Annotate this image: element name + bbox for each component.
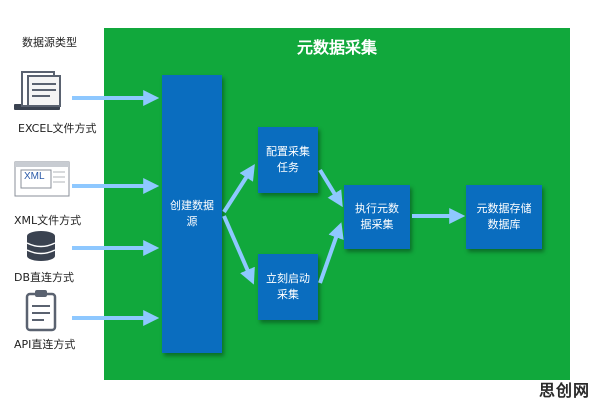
arrow-immediate-to-execute bbox=[318, 222, 344, 284]
xml-icon-text: XML bbox=[24, 171, 45, 182]
source-label-xml: XML文件方式 bbox=[14, 214, 82, 227]
clipboard-icon bbox=[25, 290, 57, 332]
node-store-db: 元数据存储数据库 bbox=[466, 185, 542, 249]
node-create-source: 创建数据源 bbox=[162, 75, 222, 353]
node-execute-collect: 执行元数据采集 bbox=[344, 185, 410, 249]
node-create-label: 创建数据源 bbox=[170, 199, 214, 228]
node-store-label: 元数据存储数据库 bbox=[476, 202, 532, 231]
arrow-create-to-config bbox=[222, 163, 255, 214]
watermark-logo: 思创网 bbox=[538, 381, 590, 400]
node-execute-label: 执行元数据采集 bbox=[355, 202, 399, 231]
document-stack-icon bbox=[14, 71, 61, 110]
node-config-label: 配置采集任务 bbox=[266, 145, 310, 174]
source-label-api: API直连方式 bbox=[14, 338, 76, 351]
node-immediate-collect: 立刻启动采集 bbox=[258, 254, 318, 320]
xml-window-icon bbox=[14, 161, 70, 197]
arrow-create-to-immediate bbox=[222, 215, 255, 285]
sources-header: 数据源类型 bbox=[22, 36, 77, 49]
panel-title: 元数据采集 bbox=[296, 38, 377, 57]
source-label-excel: EXCEL文件方式 bbox=[18, 122, 97, 135]
node-config-task: 配置采集任务 bbox=[258, 127, 318, 193]
database-icon bbox=[26, 231, 56, 261]
source-label-db: DB直连方式 bbox=[14, 271, 75, 284]
arrow-config-to-execute bbox=[318, 168, 343, 208]
node-immediate-label: 立刻启动采集 bbox=[266, 272, 310, 301]
